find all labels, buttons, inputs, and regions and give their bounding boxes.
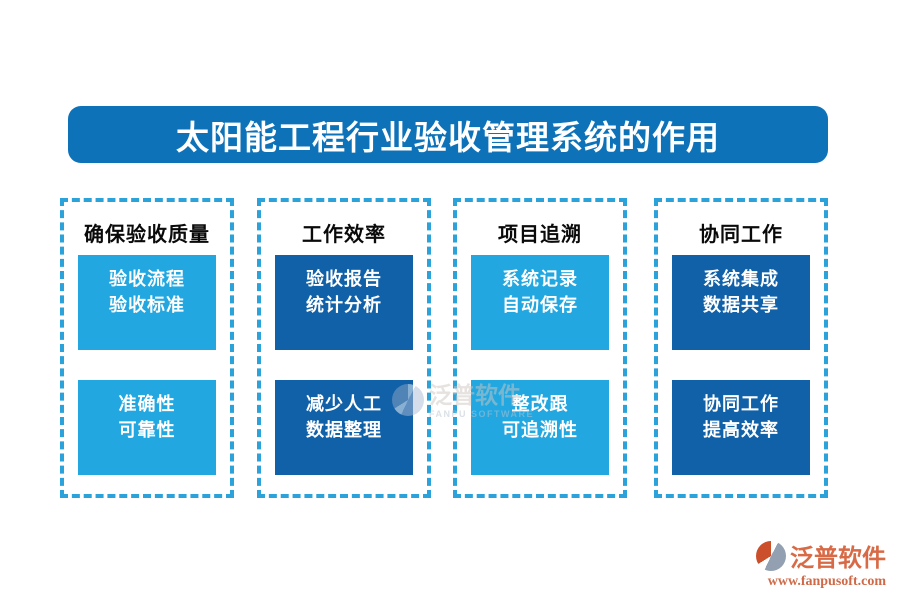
feature-line: 可追溯性 [502, 420, 578, 440]
feature-line: 系统集成 [703, 269, 779, 289]
footer-brand: 泛普软件 www.fanpusoft.com [756, 538, 886, 590]
feature-line: 整改跟 [511, 394, 569, 414]
column-acceptance-quality: 确保验收质量 验收流程 验收标准 准确性 可靠性 [60, 198, 234, 498]
feature-line: 验收标准 [109, 295, 185, 315]
footer-brand-name: 泛普软件 [790, 545, 886, 572]
feature-line: 验收流程 [109, 269, 185, 289]
title-banner: 太阳能工程行业验收管理系统的作用 [68, 106, 828, 163]
footer-brand-url: www.fanpusoft.com [767, 574, 886, 589]
feature-line: 协同工作 [703, 394, 779, 414]
feature-box: 减少人工 数据整理 [275, 380, 413, 475]
feature-line: 提高效率 [703, 420, 779, 440]
column-header: 项目追溯 [498, 224, 582, 246]
feature-line: 准确性 [118, 394, 176, 414]
column-header: 工作效率 [302, 224, 386, 246]
feature-box: 整改跟 可追溯性 [471, 380, 609, 475]
feature-box: 验收报告 统计分析 [275, 255, 413, 350]
page-title: 太阳能工程行业验收管理系统的作用 [176, 118, 720, 156]
column-work-efficiency: 工作效率 验收报告 统计分析 减少人工 数据整理 [257, 198, 431, 498]
column-header: 协同工作 [699, 224, 783, 246]
feature-box: 验收流程 验收标准 [78, 255, 216, 350]
feature-line: 验收报告 [306, 269, 382, 289]
column-collaboration: 协同工作 系统集成 数据共享 协同工作 提高效率 [654, 198, 828, 498]
feature-line: 可靠性 [118, 420, 176, 440]
feature-line: 数据整理 [306, 420, 382, 440]
column-project-traceability: 项目追溯 系统记录 自动保存 整改跟 可追溯性 [453, 198, 627, 498]
column-header: 确保验收质量 [84, 224, 210, 246]
feature-line: 自动保存 [502, 295, 578, 315]
feature-box: 系统集成 数据共享 [672, 255, 810, 350]
fanpu-logo-icon [756, 540, 786, 571]
feature-line: 减少人工 [306, 394, 382, 414]
feature-box: 系统记录 自动保存 [471, 255, 609, 350]
feature-line: 系统记录 [502, 269, 578, 289]
feature-box: 准确性 可靠性 [78, 380, 216, 475]
feature-line: 统计分析 [306, 295, 382, 315]
feature-box: 协同工作 提高效率 [672, 380, 810, 475]
feature-line: 数据共享 [703, 295, 779, 315]
